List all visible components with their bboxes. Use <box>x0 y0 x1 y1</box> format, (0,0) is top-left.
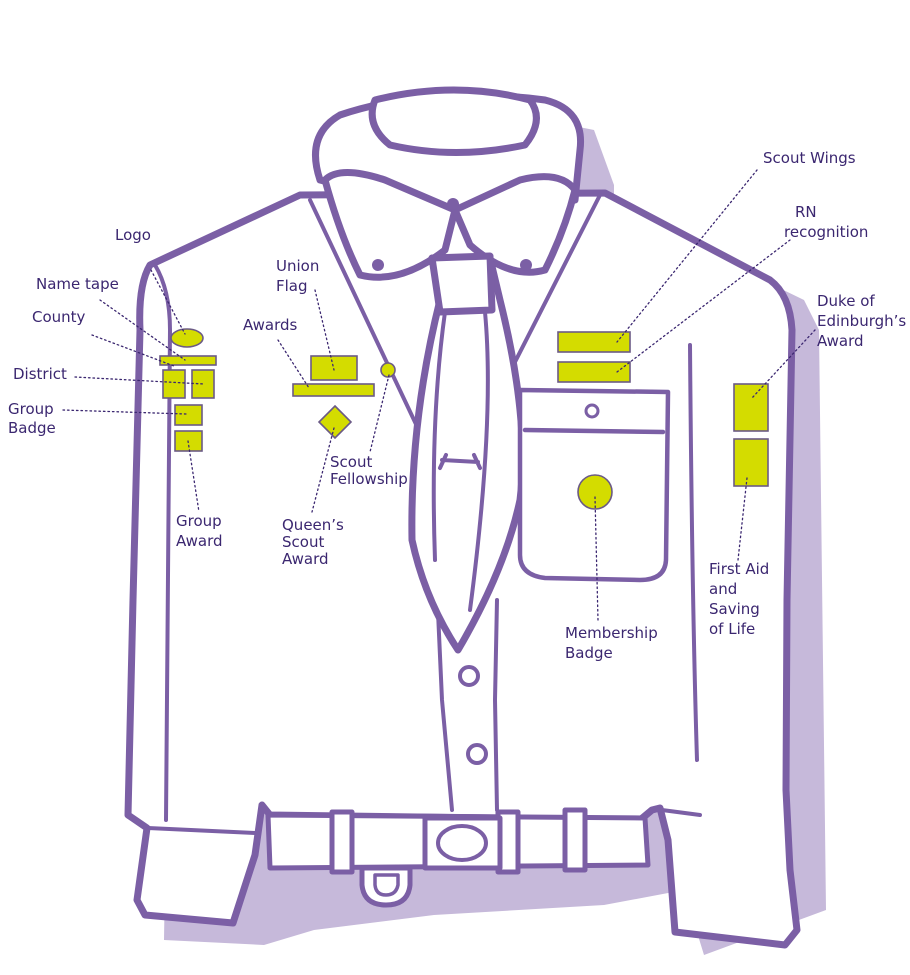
leader-lines <box>62 169 816 621</box>
duke-of-edinburgh-badge <box>733 383 769 432</box>
leader-rn-recognition <box>616 239 791 373</box>
logo-badge <box>170 328 204 348</box>
label-group-award: Group Award <box>176 512 226 550</box>
leader-scout-wings <box>616 169 758 343</box>
label-union-flag: Union Flag <box>276 257 324 295</box>
belt-ring-inner <box>373 873 400 897</box>
left-sleeve-seam <box>153 263 172 822</box>
label-queens-scout-award: Queen’s Scout Award <box>282 516 349 568</box>
label-awards: Awards <box>243 316 298 334</box>
label-district: District <box>13 365 67 383</box>
label-group-badge: Group Badge <box>8 400 58 437</box>
label-county: County <box>32 308 86 326</box>
neckerchief-ties <box>438 453 482 470</box>
collar-right-flap <box>451 173 579 276</box>
label-duke-of-edinburgh: Duke of Edinburgh’s Award <box>817 292 910 350</box>
first-aid-badge <box>733 438 769 487</box>
leader-union-flag <box>314 289 335 371</box>
shirt-placket-inner <box>493 598 499 812</box>
shirt-button-2 <box>466 743 488 765</box>
labels: Logo Name tape County District Group Bad… <box>8 149 910 662</box>
leader-scout-fellowship <box>369 374 390 453</box>
neckerchief-crease-left <box>431 310 447 562</box>
shirt-placket <box>435 588 454 812</box>
belt-loop-left <box>329 809 355 875</box>
label-scout-wings: Scout Wings <box>763 149 856 167</box>
label-rn-recognition: RN recognition <box>784 203 868 241</box>
collar-button-left <box>372 259 384 271</box>
pocket-flap-line <box>522 427 666 435</box>
label-logo: Logo <box>115 226 151 244</box>
collar-left-flap <box>321 169 459 281</box>
collar-button-right <box>520 259 532 271</box>
collar-button-center <box>447 198 459 210</box>
scout-fellowship-badge <box>380 362 396 378</box>
left-cuff-line <box>146 826 257 835</box>
county-badge <box>162 369 186 399</box>
scout-wings-badge <box>557 331 631 353</box>
leader-county <box>91 334 175 367</box>
right-sleeve-seam <box>688 343 699 762</box>
leader-group-award <box>187 440 200 513</box>
label-name-tape: Name tape <box>36 275 119 293</box>
leader-district <box>74 376 205 385</box>
belt-buckle-emblem <box>436 824 488 862</box>
district-badge <box>191 369 215 399</box>
leader-queens-scout <box>311 427 335 513</box>
pocket-button <box>584 403 600 419</box>
label-membership-badge: Membership Badge <box>565 624 663 662</box>
right-cuff-line <box>660 808 702 817</box>
queens-scout-award-badge <box>317 404 353 440</box>
neckerchief-crease-right <box>468 310 490 612</box>
woggle-knot <box>428 252 496 316</box>
leader-logo <box>150 269 186 335</box>
label-first-aid: First Aid and Saving of Life <box>709 560 774 638</box>
leader-duke <box>751 329 816 399</box>
neck-band <box>368 86 540 156</box>
membership-badge <box>577 474 613 510</box>
belt-loop-right <box>562 807 588 873</box>
badges <box>159 328 769 510</box>
label-scout-fellowship: Scout Fellowship <box>330 453 408 488</box>
rn-recognition-badge <box>557 361 631 383</box>
union-flag-badge <box>310 355 358 381</box>
leader-first-aid <box>737 477 748 561</box>
leader-awards <box>277 339 310 389</box>
awards-badge <box>292 383 375 397</box>
group-badge <box>174 404 203 426</box>
leader-name-tape <box>99 299 186 361</box>
shirt-button-1 <box>458 665 480 687</box>
